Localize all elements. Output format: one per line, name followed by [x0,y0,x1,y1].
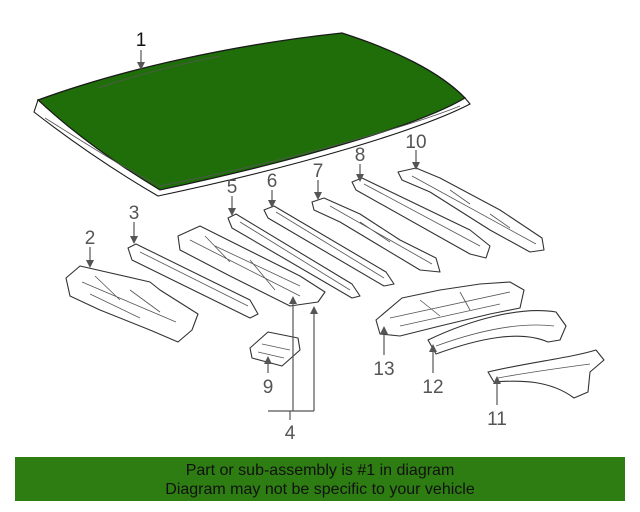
callout-8: 8 [355,145,366,166]
banner-line-1: Part or sub-assembly is #1 in diagram [185,462,455,479]
part-2[interactable] [65,265,199,343]
callout-4: 4 [285,423,296,444]
info-banner: Part or sub-assembly is #1 in diagram Di… [15,457,625,501]
part-5[interactable] [227,213,361,299]
callout-11: 11 [487,409,507,430]
callout-6: 6 [267,171,278,192]
roof-panel-part-1[interactable] [33,32,471,197]
callout-2: 2 [85,228,96,249]
part-12[interactable] [427,310,567,355]
part-7[interactable] [311,197,441,273]
part-10[interactable] [397,167,545,253]
part-13[interactable] [375,281,525,337]
part-11[interactable] [487,349,605,399]
part-4[interactable] [177,225,326,307]
roof-parts-diagram: 1 2 3 4 5 6 7 8 9 10 11 12 13 [33,30,605,444]
part-6[interactable] [263,205,395,287]
banner-line-2: Diagram may not be specific to your vehi… [165,481,475,498]
callout-7: 7 [313,161,324,182]
callout-3: 3 [129,203,140,224]
callout-1: 1 [136,30,147,51]
callout-12: 12 [422,377,443,398]
callout-5: 5 [227,177,238,198]
part-9[interactable] [249,331,301,367]
part-8[interactable] [351,177,491,259]
part-3[interactable] [127,243,259,319]
leader-lines [86,50,501,420]
callout-10: 10 [405,132,426,153]
callout-13: 13 [373,359,394,380]
callout-9: 9 [263,377,274,398]
